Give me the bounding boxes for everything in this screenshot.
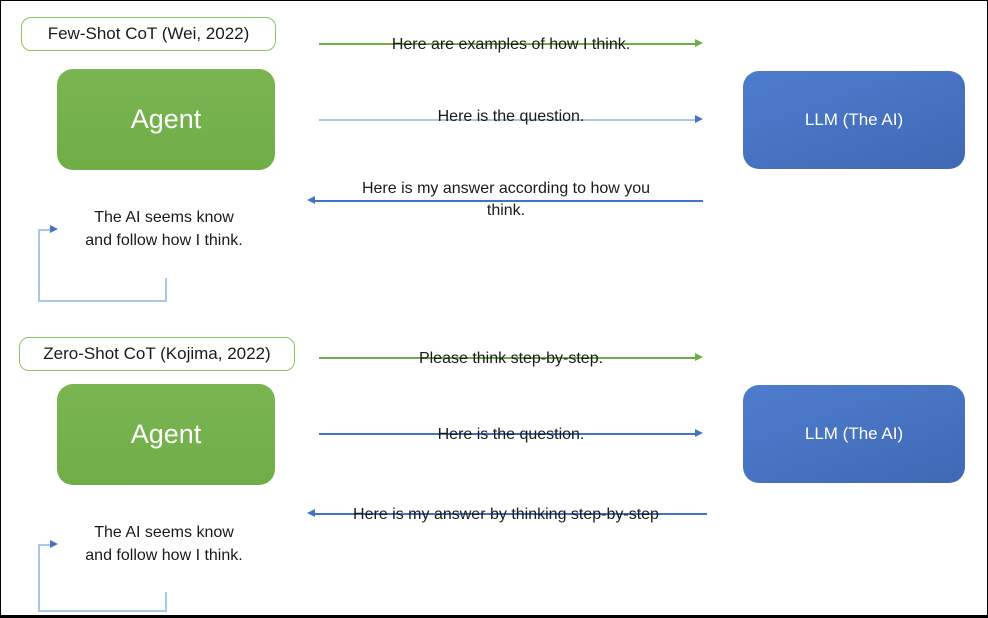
arrow-right-icon xyxy=(695,39,703,47)
message-text: Please think step-by-step. xyxy=(418,350,604,367)
loop-arrow-segment xyxy=(38,544,40,612)
llm-box-few-shot: LLM (The AI) xyxy=(743,71,965,169)
agent-box-few-shot: Agent xyxy=(57,69,275,170)
section-title-zero-shot-cot: Zero-Shot CoT (Kojima, 2022) xyxy=(19,337,295,371)
section-title-label: Zero-Shot CoT (Kojima, 2022) xyxy=(43,344,271,363)
loop-arrow-segment xyxy=(38,229,40,302)
message-arrow-line xyxy=(319,433,697,435)
arrow-right-icon xyxy=(695,429,703,437)
message-arrow-line xyxy=(319,119,697,121)
message-arrow-line xyxy=(315,200,703,202)
message-arrow-line xyxy=(319,43,697,45)
loop-arrow-segment xyxy=(165,278,167,301)
message-text: Here is my answer according to how you t… xyxy=(361,180,651,219)
message-text: Here is the question. xyxy=(437,426,585,443)
loop-arrow-segment xyxy=(165,592,167,611)
message-text: Here are examples of how I think. xyxy=(391,36,631,53)
arrow-right-icon xyxy=(695,353,703,361)
note-text: The AI seems know and follow how I think… xyxy=(85,209,243,249)
loop-arrow-segment xyxy=(39,229,52,231)
message-text: Here is the question. xyxy=(437,108,585,125)
llm-box-zero-shot: LLM (The AI) xyxy=(743,385,965,483)
message-arrow-line xyxy=(319,357,697,359)
arrow-right-icon xyxy=(50,225,58,233)
note-text: The AI seems know and follow how I think… xyxy=(85,524,243,564)
llm-box-label: LLM (The AI) xyxy=(804,424,904,443)
llm-box-label: LLM (The AI) xyxy=(804,110,904,129)
loop-arrow-segment xyxy=(39,544,52,546)
loop-arrow-segment xyxy=(38,300,167,302)
arrow-right-icon xyxy=(50,540,58,548)
agent-box-label: Agent xyxy=(130,419,202,449)
section-title-label: Few-Shot CoT (Wei, 2022) xyxy=(47,24,250,43)
message-text: Here is my answer by thinking step-by-st… xyxy=(353,506,659,523)
section-title-few-shot-cot: Few-Shot CoT (Wei, 2022) xyxy=(21,17,276,51)
message-arrow-line xyxy=(315,513,707,515)
agent-box-label: Agent xyxy=(130,104,202,134)
agent-box-zero-shot: Agent xyxy=(57,384,275,485)
arrow-left-icon xyxy=(307,196,315,204)
loop-arrow-segment xyxy=(38,610,167,612)
arrow-right-icon xyxy=(695,115,703,123)
arrow-left-icon xyxy=(307,509,315,517)
